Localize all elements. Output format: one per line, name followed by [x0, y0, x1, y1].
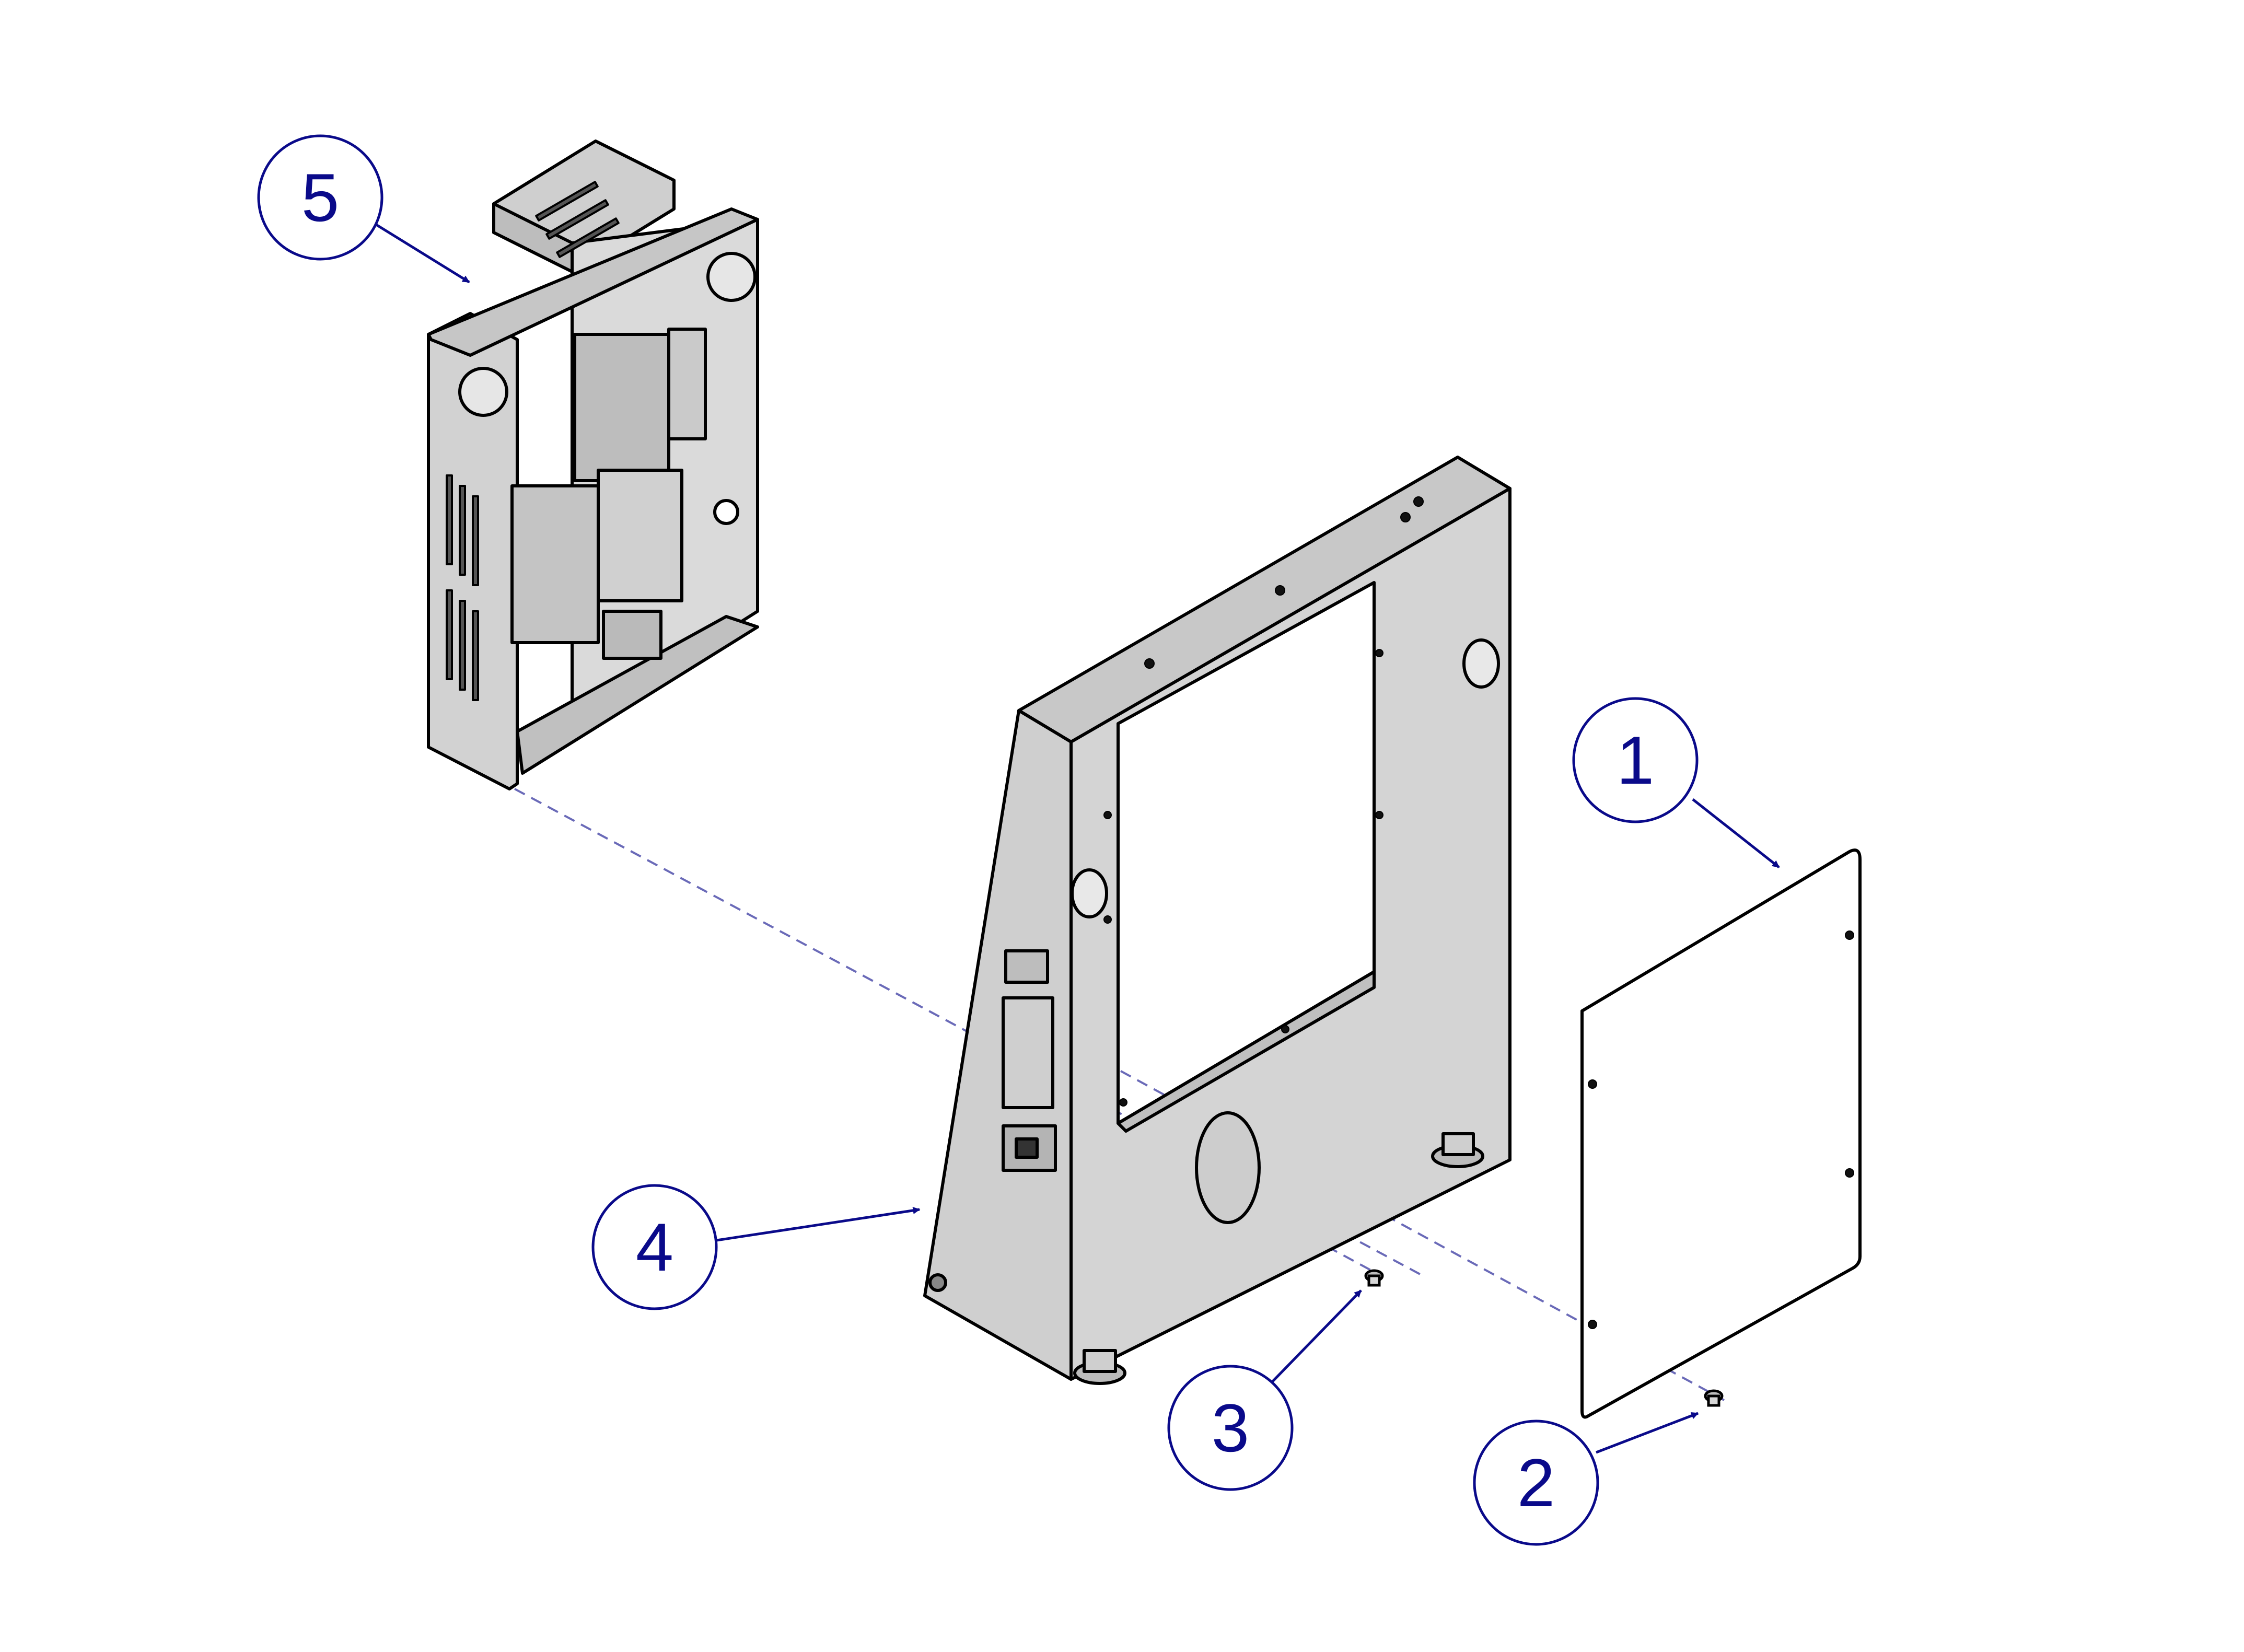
callout-2: 2 — [1473, 1420, 1599, 1546]
callout-3-label: 3 — [1212, 1390, 1249, 1466]
callout-4: 4 — [591, 1184, 718, 1310]
callout-1-label: 1 — [1617, 722, 1654, 798]
callout-5: 5 — [257, 134, 383, 261]
callout-1: 1 — [1572, 697, 1699, 823]
callout-3: 3 — [1167, 1365, 1294, 1491]
electronics-chassis — [427, 139, 759, 790]
screw-3 — [1364, 1269, 1384, 1287]
callout-2-label: 2 — [1517, 1445, 1555, 1521]
side-panel — [1580, 848, 1862, 1419]
callout-4-label: 4 — [636, 1209, 673, 1285]
callout-5-label: 5 — [301, 159, 339, 236]
cabinet-frame — [923, 456, 1511, 1385]
screw-2 — [1704, 1389, 1724, 1407]
leader-lines — [375, 223, 1780, 1454]
